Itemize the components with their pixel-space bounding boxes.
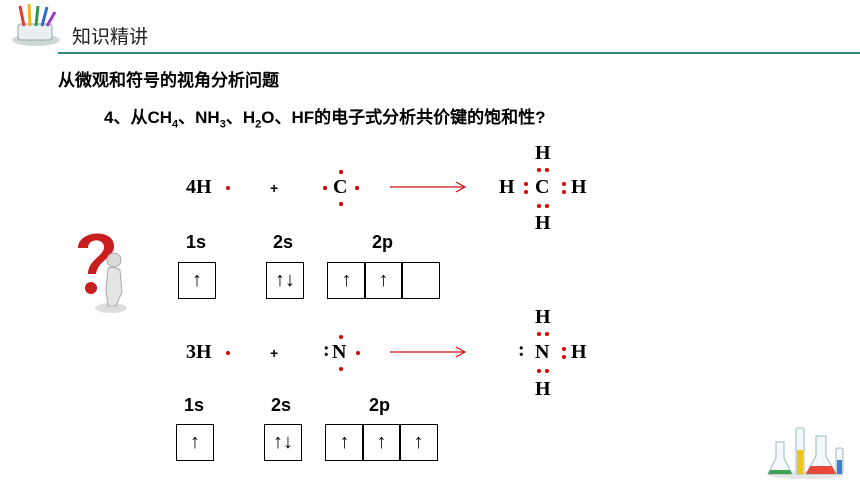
plus-sign: + [270,345,279,361]
nh3-lone-pair: : [518,339,525,361]
pencil-cup-icon [10,3,70,48]
ch4-h-bottom: H [535,212,551,234]
electron-dot [537,204,541,208]
electron-dot [339,202,343,206]
electron-dot [562,182,566,186]
header-title: 知识精讲 [72,27,149,48]
electron-dot [339,335,343,339]
nh3-h-top: H [535,306,551,328]
lab-flasks-icon [766,420,846,480]
electron-dot [562,347,566,351]
plus-sign: + [270,180,279,196]
orbital-box-row: ↑ ↑↓ ↑ ↑ [178,262,448,299]
carbon-atom: C [333,176,348,198]
electron-dot [355,186,359,190]
orbital-label-2s: 2s [273,232,294,252]
nh3-h-bottom: H [535,378,551,400]
ch4-h-right: H [571,176,587,198]
orbital-label-2p: 2p [372,232,394,252]
reaction-arrow [390,180,470,199]
electron-dot [545,369,549,373]
electron-dot [562,190,566,194]
electron-dot [226,186,230,190]
electron-dot [562,355,566,359]
question-mark-figure-icon [64,226,134,316]
orbital-box-2p: ↑ [364,262,403,299]
orbital-box-2p: ↑ [325,424,364,461]
orbital-box-row: ↑ ↑↓ ↑ ↑ ↑ [176,424,446,461]
orbital-label-1s: 1s [184,395,205,415]
electron-dot [537,168,541,172]
orbital-label-2p: 2p [369,395,391,415]
electron-dot [545,204,549,208]
orbital-box-2p: ↑ [399,424,438,461]
reaction-arrow [390,345,470,364]
electron-dot [356,351,360,355]
electron-dot [323,186,327,190]
electron-dot [339,367,343,371]
ch4-c-center: C [535,176,550,198]
orbital-box-2s: ↑↓ [266,262,304,299]
header-divider [58,52,860,54]
ch4-h-left: H [499,176,515,198]
lone-pair: : [323,339,330,361]
orbital-box-2p: ↑ [362,424,401,461]
reactant-4h: 4H [186,176,212,198]
electron-dot [524,182,528,186]
orbital-box-1s: ↑ [178,262,216,299]
electron-dot [545,168,549,172]
orbital-box-2s: ↑↓ [264,424,302,461]
orbital-box-2p [401,262,440,299]
nh3-n-center: N [535,341,550,363]
electron-dot [524,190,528,194]
nh3-h-right: H [571,341,587,363]
nitrogen-atom: N [332,341,347,363]
electron-dot [537,332,541,336]
orbital-box-1s: ↑ [176,424,214,461]
electron-dot [537,369,541,373]
reactant-3h: 3H [186,341,212,363]
orbital-label-2s: 2s [271,395,292,415]
ch4-h-top: H [535,142,551,164]
electron-dot [545,332,549,336]
orbital-label-1s: 1s [186,232,207,252]
section-title: 从微观和符号的视角分析问题 [58,71,279,90]
question-text: 4、从CH4、NH3、H2O、HF的电子式分析共价键的饱和性? [104,108,546,131]
electron-dot [339,170,343,174]
electron-dot [226,351,230,355]
orbital-box-2p: ↑ [327,262,366,299]
